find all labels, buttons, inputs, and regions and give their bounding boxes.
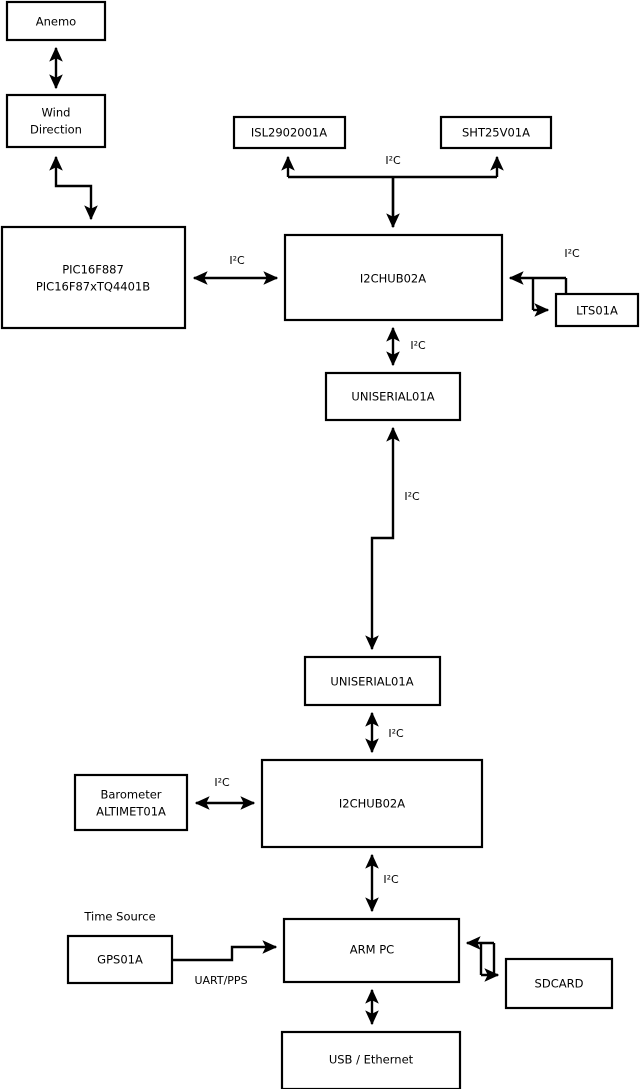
edge-label-hub-lts: I²C <box>564 247 580 260</box>
node-wind-direction[interactable]: Wind Direction <box>5 93 107 149</box>
edge-label-uniserial-hub: I²C <box>388 727 404 740</box>
node-i2chub02a-top[interactable]: I2CHUB02A <box>283 233 504 322</box>
node-i2chub02a-bottom[interactable]: I2CHUB02A <box>260 758 484 849</box>
node-sdcard-label: SDCARD <box>535 977 584 991</box>
edge-label-hub-uniserial: I²C <box>410 339 426 352</box>
node-lts01a[interactable]: LTS01A <box>554 292 640 328</box>
edge-label-top-bus: I²C <box>385 154 401 167</box>
node-gps01a[interactable]: GPS01A <box>66 934 174 985</box>
node-anemo-label: Anemo <box>36 15 76 29</box>
edge-label-hub-armpc: I²C <box>383 873 399 886</box>
edge-label-barometer-hub: I²C <box>214 776 230 789</box>
node-i2chub02a-bottom-label: I2CHUB02A <box>339 797 405 811</box>
edge-gps-armpc <box>172 940 278 962</box>
node-barometer-label-line1: Barometer <box>100 788 161 802</box>
node-arm-pc-label: ARM PC <box>350 943 394 957</box>
node-isl2902001a-label: ISL2902001A <box>251 126 327 140</box>
node-gps01a-label: GPS01A <box>97 953 143 967</box>
node-isl2902001a[interactable]: ISL2902001A <box>232 115 347 150</box>
label-time-source: Time Source <box>83 910 155 924</box>
edge-label-pic-hub: I²C <box>229 254 245 267</box>
edges-layer <box>49 46 568 1026</box>
edge-uniserial-link <box>365 426 400 651</box>
node-pic-label-line1: PIC16F887 <box>62 263 124 277</box>
edge-labels-layer: I²C I²C I²C I²C I²C I²C I²C I²C UART/PPS <box>194 154 580 987</box>
node-uniserial01a-top-label: UNISERIAL01A <box>351 390 434 404</box>
node-barometer[interactable]: Barometer ALTIMET01A <box>73 773 189 832</box>
node-anemo[interactable]: Anemo <box>5 0 107 42</box>
node-uniserial01a-bottom[interactable]: UNISERIAL01A <box>303 655 442 707</box>
free-labels-layer: Time Source <box>83 910 155 924</box>
node-uniserial01a-top[interactable]: UNISERIAL01A <box>324 371 462 422</box>
edge-wind-pic <box>49 155 98 221</box>
node-pic-label-line2: PIC16F87xTQ4401B <box>36 280 150 294</box>
node-wind-direction-label-line2: Direction <box>30 123 82 137</box>
node-usb-ethernet[interactable]: USB / Ethernet <box>280 1030 462 1089</box>
node-wind-direction-label-line1: Wind <box>42 106 71 120</box>
node-arm-pc[interactable]: ARM PC <box>282 917 461 984</box>
node-lts01a-label: LTS01A <box>576 304 618 318</box>
node-uniserial01a-bottom-label: UNISERIAL01A <box>330 675 413 689</box>
node-barometer-label-line2: ALTIMET01A <box>96 805 166 819</box>
node-pic[interactable]: PIC16F887 PIC16F87xTQ4401B <box>0 225 187 330</box>
node-sdcard[interactable]: SDCARD <box>504 957 614 1010</box>
node-i2chub02a-top-label: I2CHUB02A <box>360 272 426 286</box>
edge-label-gps-armpc: UART/PPS <box>194 974 247 987</box>
node-sht25v01a[interactable]: SHT25V01A <box>439 115 553 150</box>
edge-label-uniserial-link: I²C <box>404 490 420 503</box>
node-sht25v01a-label: SHT25V01A <box>462 126 530 140</box>
node-usb-ethernet-label: USB / Ethernet <box>329 1053 414 1067</box>
